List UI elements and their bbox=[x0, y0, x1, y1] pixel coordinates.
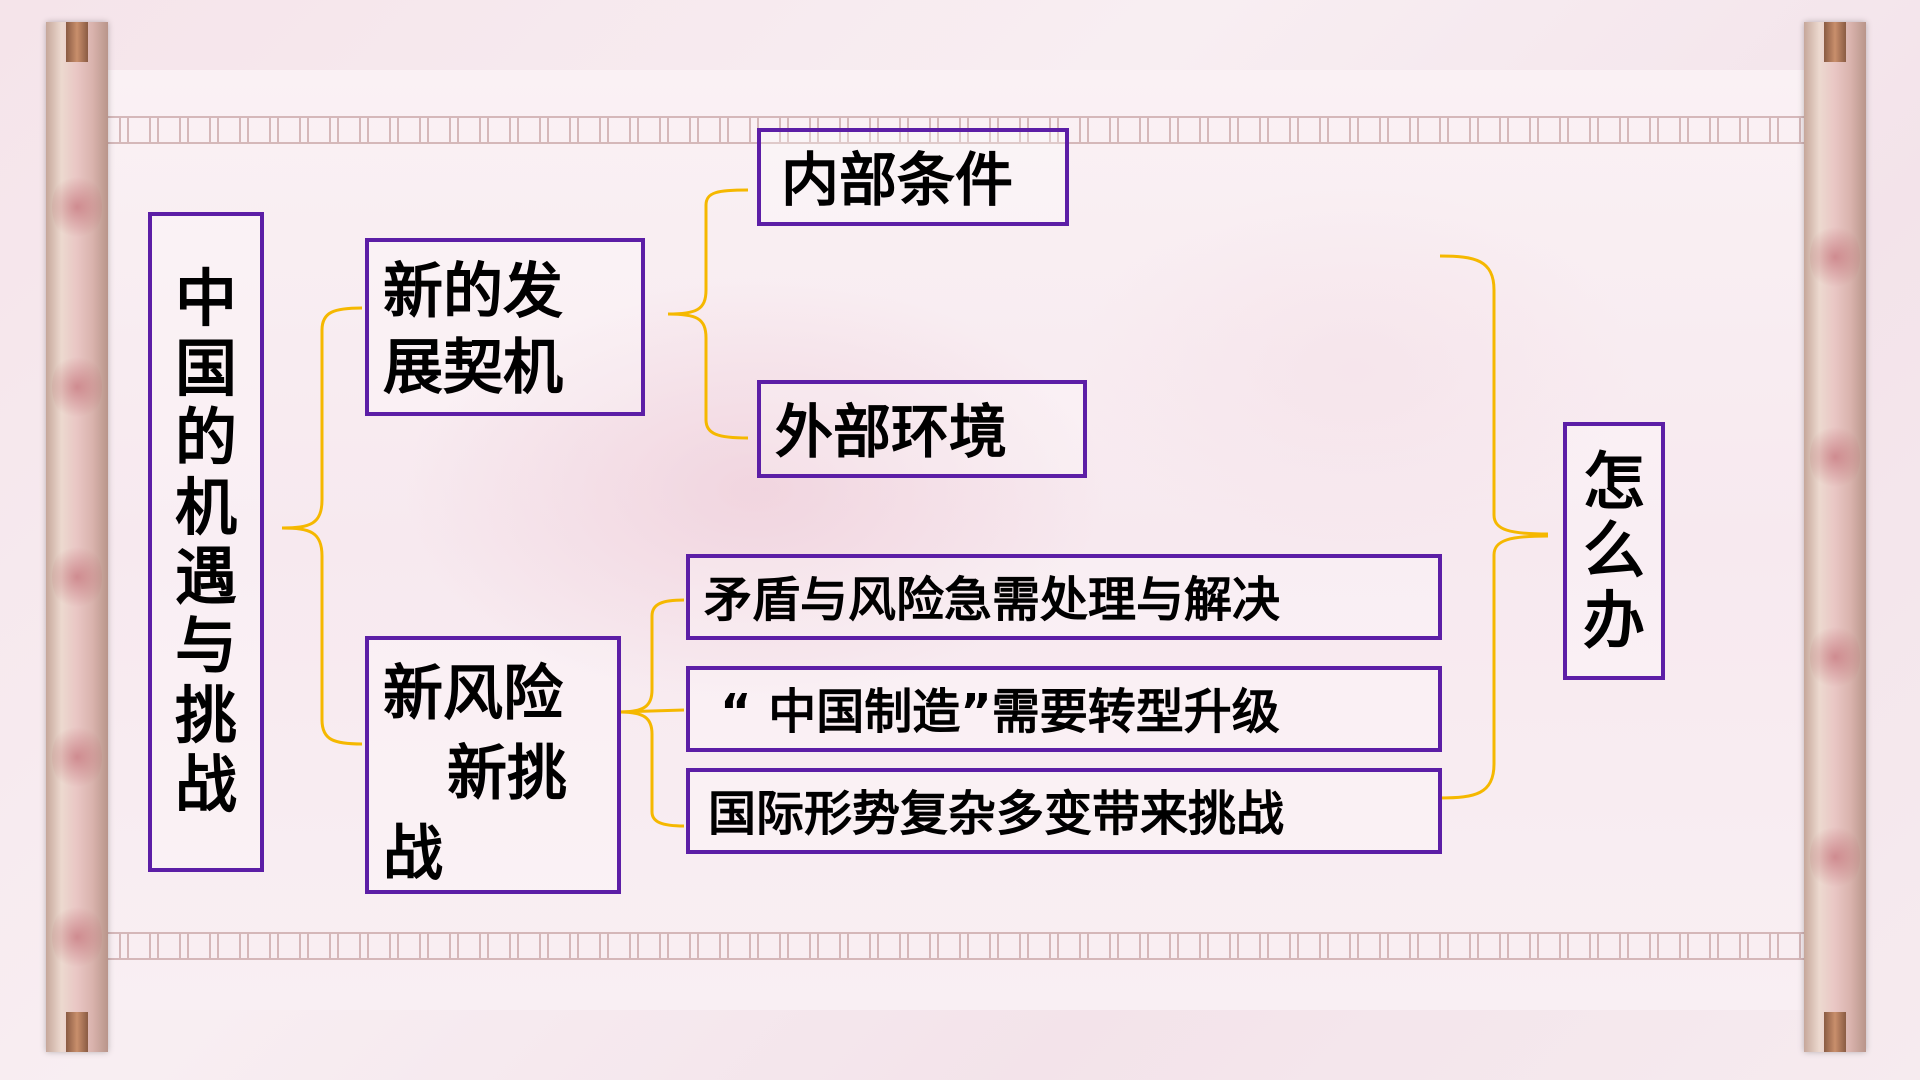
left-scroll-rod bbox=[46, 22, 108, 1052]
conclusion-label: 怎 么 办 bbox=[1582, 444, 1645, 657]
root-node: 中 国 的 机 遇 与 挑 战 bbox=[148, 212, 264, 872]
risk-item-made-in-china-label: “ 中国制造”需要转型升级 bbox=[720, 684, 1280, 740]
opportunity-node: 新的发 展契机 bbox=[365, 238, 645, 416]
risk-label-line1: 新风险 bbox=[383, 659, 563, 729]
opportunity-label-line1: 新的发 bbox=[383, 257, 563, 327]
conclusion-node: 怎 么 办 bbox=[1563, 422, 1665, 680]
risk-label-line2: 新挑 bbox=[447, 739, 567, 809]
bottom-fret-border bbox=[105, 932, 1815, 960]
risk-item-international: 国际形势复杂多变带来挑战 bbox=[686, 768, 1442, 854]
risk-node: 新风险 新挑 战 bbox=[365, 636, 621, 894]
external-environment-node: 外部环境 bbox=[757, 380, 1087, 478]
root-label: 中 国 的 机 遇 与 挑 战 bbox=[174, 262, 237, 822]
risk-item-international-label: 国际形势复杂多变带来挑战 bbox=[708, 786, 1285, 842]
right-scroll-rod bbox=[1804, 22, 1866, 1052]
risk-item-contradictions-label: 矛盾与风险急需处理与解决 bbox=[704, 572, 1281, 628]
internal-conditions-label: 内部条件 bbox=[781, 146, 1014, 214]
risk-item-contradictions: 矛盾与风险急需处理与解决 bbox=[686, 554, 1442, 640]
risk-label-line3: 战 bbox=[383, 819, 443, 889]
internal-conditions-node: 内部条件 bbox=[757, 128, 1069, 226]
opportunity-label-line2: 展契机 bbox=[383, 333, 563, 403]
external-environment-label: 外部环境 bbox=[775, 398, 1008, 466]
risk-item-made-in-china: “ 中国制造”需要转型升级 bbox=[686, 666, 1442, 752]
